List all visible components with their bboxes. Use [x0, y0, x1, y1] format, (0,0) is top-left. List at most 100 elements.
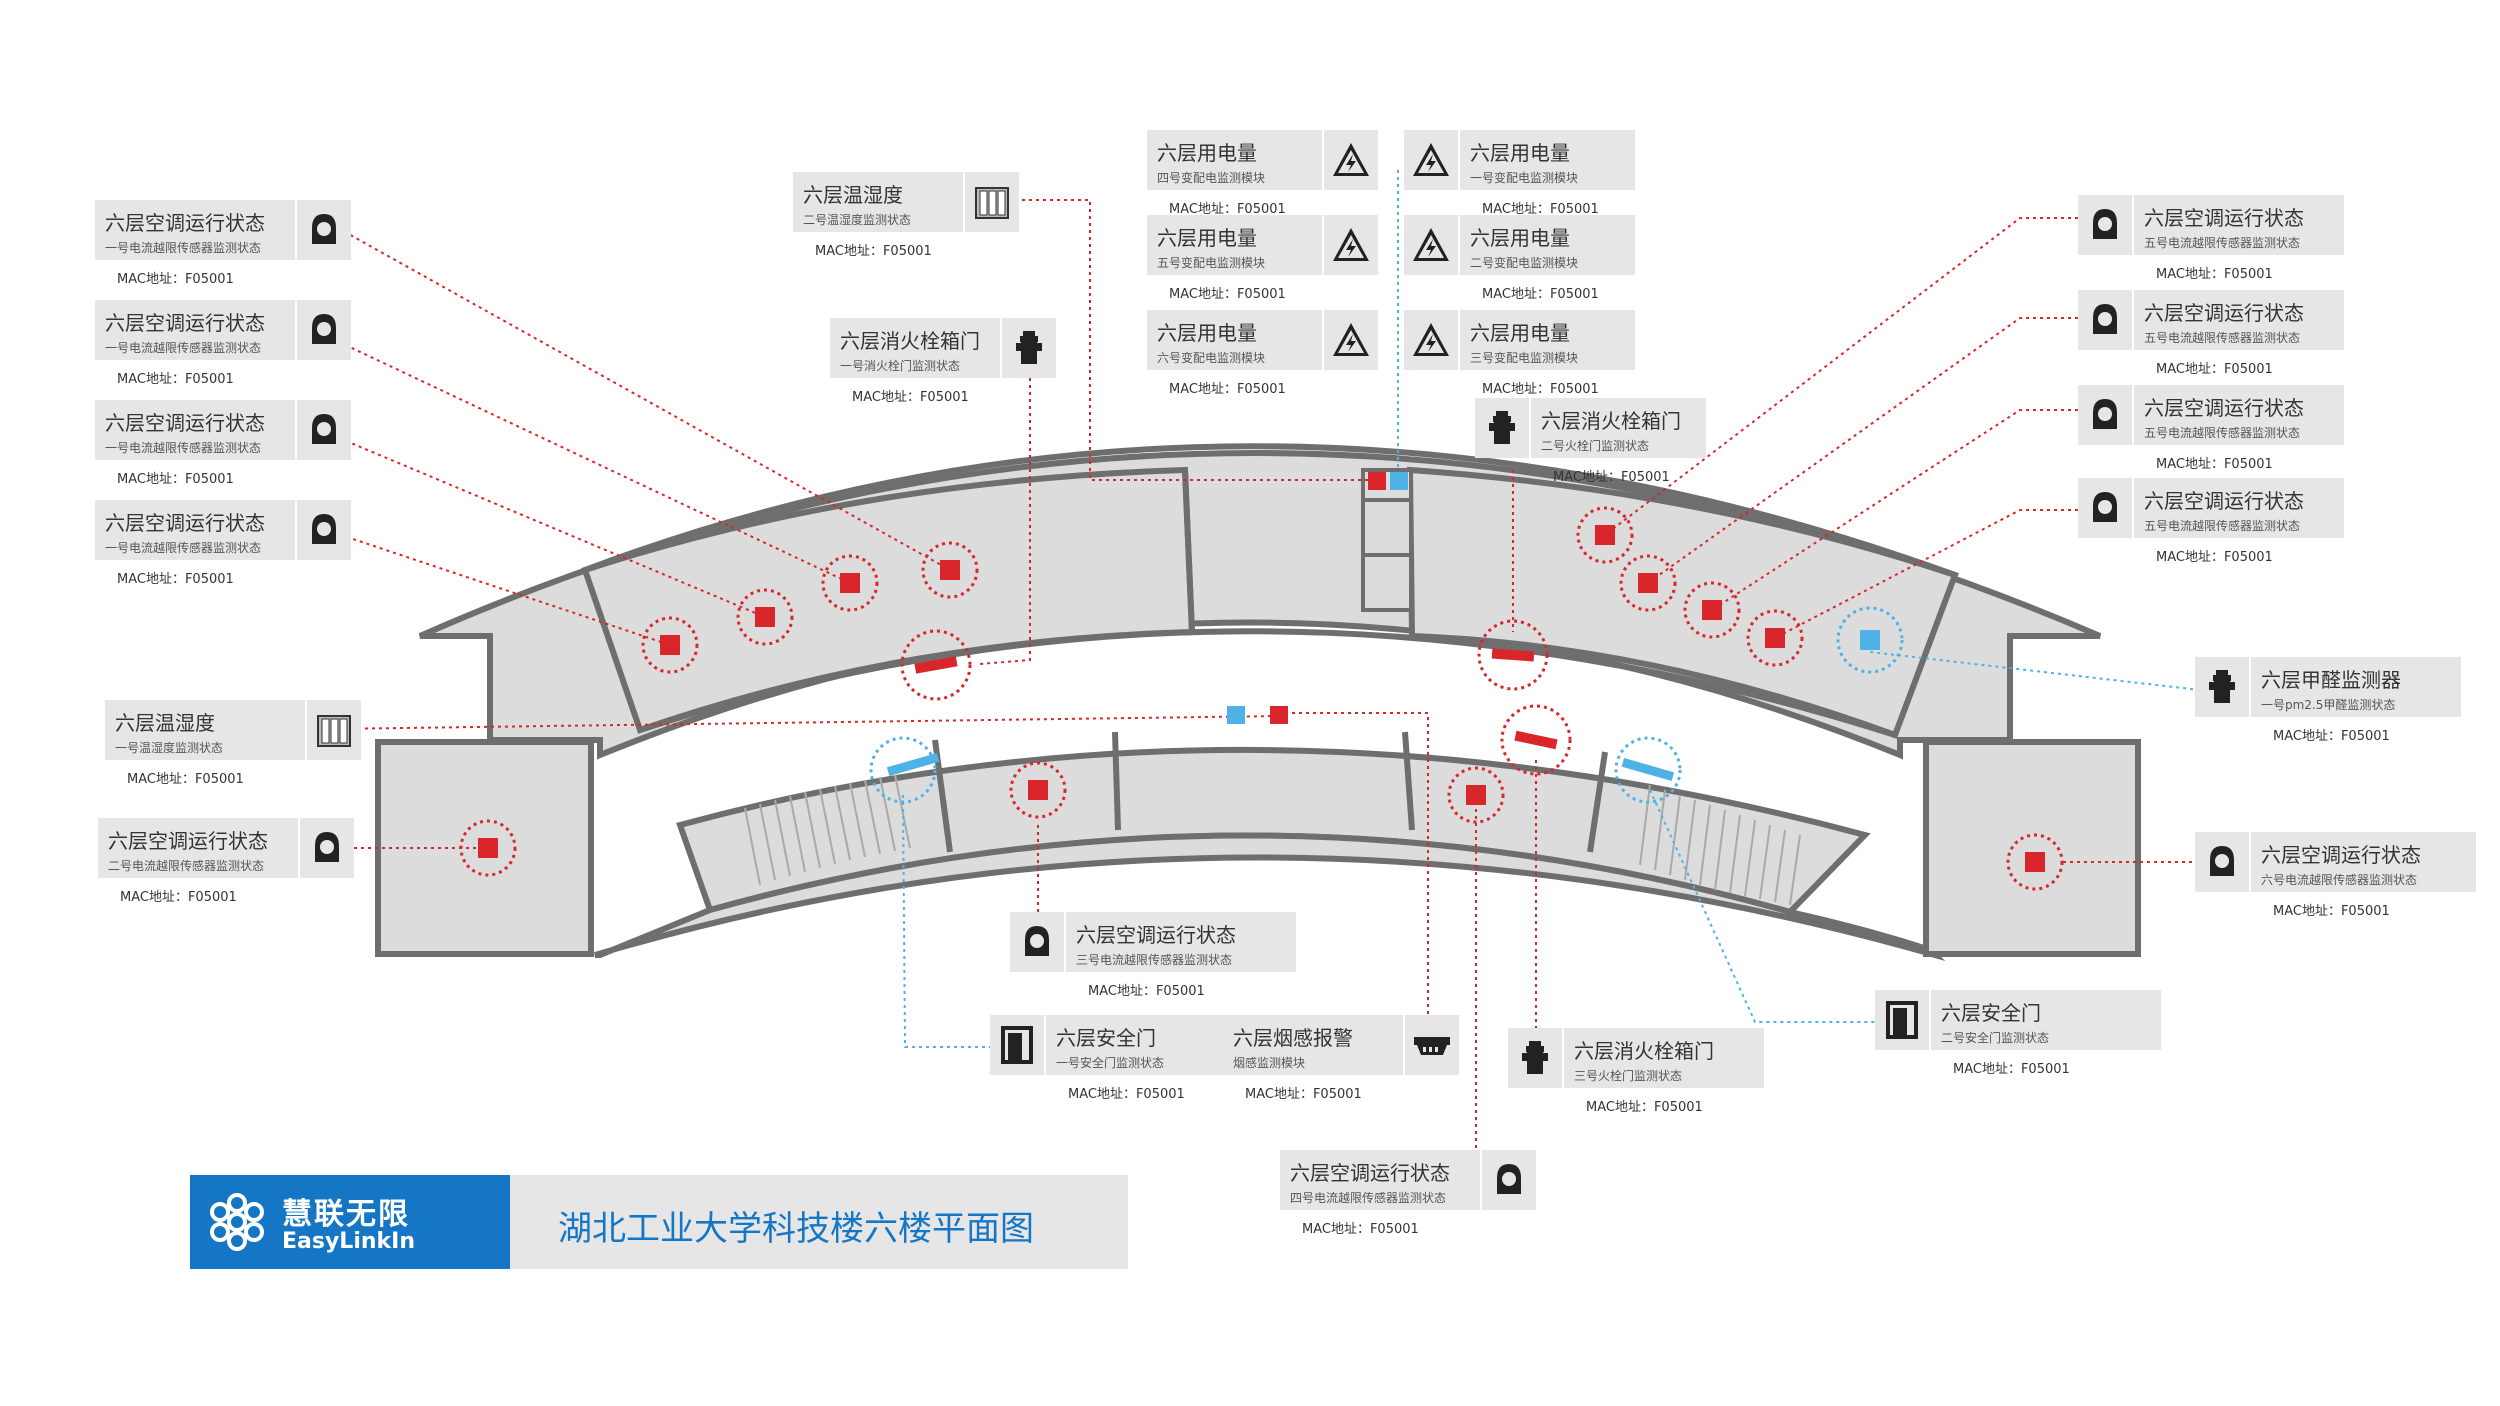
thermo-hygro-icon	[307, 700, 361, 760]
card-title: 六层空调运行状态	[105, 511, 265, 535]
card-title: 六层空调运行状态	[105, 411, 265, 435]
card-title: 六层用电量	[1157, 226, 1257, 250]
card-title: 六层空调运行状态	[2144, 206, 2304, 230]
card-subtitle: 五号电流越限传感器监测状态	[2144, 331, 2301, 345]
high-voltage-icon	[1404, 310, 1458, 370]
card-label-box	[95, 300, 295, 360]
card-mac-address: MAC地址：F05001	[117, 472, 234, 487]
card-label-box	[95, 200, 295, 260]
card-mac-address: MAC地址：F05001	[1482, 202, 1599, 217]
card-title: 六层用电量	[1157, 321, 1257, 345]
current-clamp-icon	[1010, 912, 1064, 972]
card-label-box	[1280, 1150, 1480, 1210]
card-subtitle: 一号电流越限传感器监测状态	[105, 241, 262, 255]
card-subtitle: 三号火栓门监测状态	[1574, 1069, 1683, 1083]
card-label-box	[1531, 398, 1706, 458]
card-subtitle: 烟感监测模块	[1233, 1056, 1306, 1070]
card-label-box	[793, 172, 963, 232]
card-subtitle: 二号火栓门监测状态	[1541, 439, 1650, 453]
card-label-box	[2251, 832, 2476, 892]
card-label-box	[1223, 1015, 1403, 1075]
device-card-ac-r1[interactable]: 六层空调运行状态五号电流越限传感器监测状态 MAC地址：F05001	[2078, 195, 2344, 285]
card-mac-address: MAC地址：F05001	[117, 372, 234, 387]
card-mac-address: MAC地址：F05001	[1169, 382, 1286, 397]
title-bar: 湖北工业大学科技楼六楼平面图	[510, 1175, 1128, 1269]
device-card-ac-r5[interactable]: 六层空调运行状态六号电流越限传感器监测状态 MAC地址：F05001	[2195, 832, 2476, 922]
card-label-box	[1460, 215, 1635, 275]
card-subtitle: 六号电流越限传感器监测状态	[2261, 873, 2418, 887]
device-card-ac-l2[interactable]: 六层空调运行状态一号电流越限传感器监测状态 MAC地址：F05001	[95, 300, 351, 390]
card-title: 六层消火栓箱门	[1574, 1039, 1714, 1063]
high-voltage-icon	[1324, 215, 1378, 275]
card-subtitle: 四号电流越限传感器监测状态	[1290, 1191, 1447, 1205]
card-title: 六层空调运行状态	[2144, 396, 2304, 420]
current-clamp-icon	[2078, 385, 2132, 445]
card-mac-address: MAC地址：F05001	[2156, 362, 2273, 377]
current-clamp-icon	[1482, 1150, 1536, 1210]
current-clamp-icon	[2078, 195, 2132, 255]
card-mac-address: MAC地址：F05001	[117, 572, 234, 587]
device-card-fire-3[interactable]: 六层消火栓箱门三号火栓门监测状态 MAC地址：F05001	[1508, 1028, 1764, 1118]
door-marker-2	[1621, 757, 1675, 781]
card-subtitle: 一号电流越限传感器监测状态	[105, 341, 262, 355]
door-marker-1	[886, 752, 940, 776]
card-mac-address: MAC地址：F05001	[2156, 267, 2273, 282]
card-mac-address: MAC地址：F05001	[1245, 1087, 1362, 1102]
card-subtitle: 二号安全门监测状态	[1941, 1031, 2050, 1045]
current-clamp-icon	[2195, 832, 2249, 892]
card-label-box	[830, 318, 1000, 378]
card-label-box	[2134, 385, 2344, 445]
card-title: 六层空调运行状态	[1290, 1161, 1450, 1185]
card-label-box	[1147, 130, 1322, 190]
card-title: 六层安全门	[1056, 1026, 1156, 1050]
card-title: 六层空调运行状态	[108, 829, 268, 853]
card-label-box	[1564, 1028, 1764, 1088]
page-title: 湖北工业大学科技楼六楼平面图	[558, 1209, 1034, 1249]
card-title: 六层空调运行状态	[105, 311, 265, 335]
high-voltage-icon	[1404, 130, 1458, 190]
card-subtitle: 五号电流越限传感器监测状态	[2144, 519, 2301, 533]
card-mac-address: MAC地址：F05001	[2156, 550, 2273, 565]
high-voltage-icon	[1404, 215, 1458, 275]
card-mac-address: MAC地址：F05001	[2273, 904, 2390, 919]
hydrant-icon	[2195, 657, 2249, 717]
card-subtitle: 五号电流越限传感器监测状态	[2144, 236, 2301, 250]
card-label-box	[2134, 195, 2344, 255]
card-mac-address: MAC地址：F05001	[127, 772, 244, 787]
smoke-detector-icon	[1405, 1015, 1459, 1075]
card-title: 六层消火栓箱门	[1541, 409, 1681, 433]
logo-text-en: EasyLinkIn	[282, 1229, 416, 1254]
card-subtitle: 二号变配电监测模块	[1470, 256, 1579, 270]
card-mac-address: MAC地址：F05001	[1586, 1100, 1703, 1115]
card-mac-address: MAC地址：F05001	[120, 890, 237, 905]
card-mac-address: MAC地址：F05001	[815, 244, 932, 259]
card-title: 六层空调运行状态	[2261, 843, 2421, 867]
card-mac-address: MAC地址：F05001	[1169, 287, 1286, 302]
current-clamp-icon	[2078, 478, 2132, 538]
current-clamp-icon	[297, 300, 351, 360]
card-mac-address: MAC地址：F05001	[1482, 287, 1599, 302]
card-title: 六层温湿度	[115, 711, 215, 735]
